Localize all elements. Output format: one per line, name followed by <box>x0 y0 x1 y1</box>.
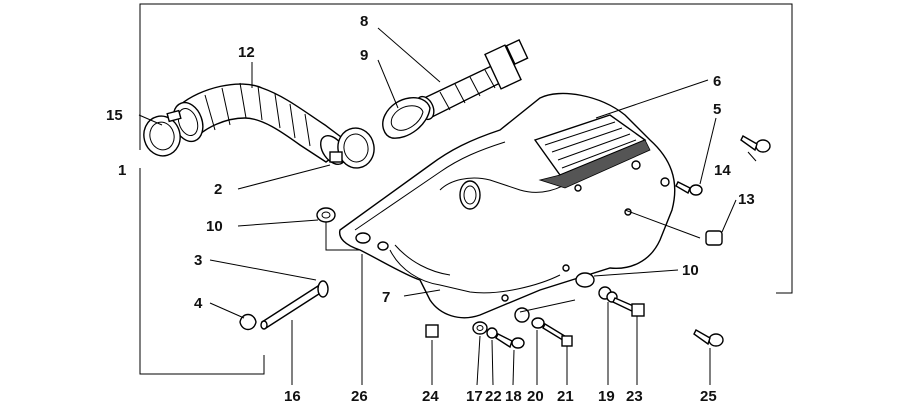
grommet-left <box>316 207 336 223</box>
callout-19: 19 <box>598 388 615 404</box>
air-filter-housing <box>338 92 676 319</box>
screw-18 <box>495 333 525 349</box>
washer-17 <box>472 321 488 335</box>
screw-14 <box>740 135 771 153</box>
screw-5 <box>675 181 703 196</box>
callout-1: 1 <box>118 162 126 179</box>
callout-10-right: 10 <box>682 262 699 279</box>
callout-18: 18 <box>505 388 522 404</box>
callout-17: 17 <box>466 388 483 404</box>
bolt-21 <box>542 323 573 347</box>
callout-9: 9 <box>360 47 368 64</box>
callout-23: 23 <box>626 388 643 404</box>
clip-3 <box>317 280 329 298</box>
callout-13: 13 <box>738 191 755 208</box>
callout-2: 2 <box>214 181 222 198</box>
callout-3: 3 <box>194 252 202 269</box>
assembly-bracket <box>139 3 793 375</box>
screw-25 <box>693 329 724 347</box>
callout-7: 7 <box>382 289 390 306</box>
grommet-10-right <box>575 272 595 288</box>
callout-5: 5 <box>713 101 721 118</box>
callout-25: 25 <box>700 388 717 404</box>
intake-hose <box>172 82 347 166</box>
leader-lines <box>138 27 757 386</box>
grommet-20 <box>514 307 545 329</box>
tube-clip <box>382 97 431 139</box>
callout-20: 20 <box>527 388 544 404</box>
callout-22: 22 <box>485 388 502 404</box>
washer-22 <box>486 327 498 339</box>
callout-24: 24 <box>422 388 439 404</box>
callout-6: 6 <box>713 73 721 90</box>
callout-labels: 1 2 3 4 5 6 7 8 9 10 10 12 13 14 15 16 1… <box>106 13 755 404</box>
callout-8: 8 <box>360 13 368 30</box>
callout-4: 4 <box>194 295 203 312</box>
callout-10-left: 10 <box>206 218 223 235</box>
callout-14: 14 <box>714 162 731 179</box>
callout-26: 26 <box>351 388 368 404</box>
washer-19 <box>598 286 618 303</box>
hose-clamp-left <box>143 109 182 157</box>
bolt-13 <box>705 230 723 246</box>
callout-16: 16 <box>284 388 301 404</box>
callout-12: 12 <box>238 44 255 61</box>
callout-15: 15 <box>106 107 123 124</box>
nut-24 <box>425 324 439 338</box>
clip-4 <box>239 313 257 331</box>
bolt-23 <box>612 297 645 317</box>
callout-21: 21 <box>557 388 574 404</box>
hose-clamp-right <box>329 127 375 169</box>
